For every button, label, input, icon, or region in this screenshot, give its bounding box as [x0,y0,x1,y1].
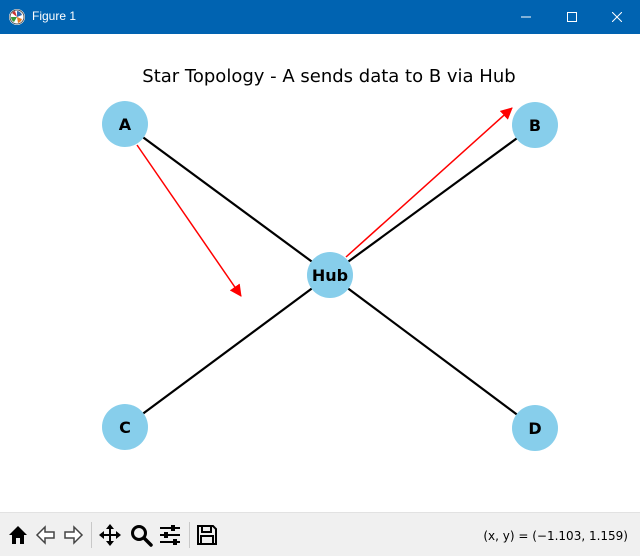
node-label: Hub [312,266,348,285]
close-icon [612,12,622,22]
node-circle [102,404,148,450]
node-d: D [512,405,558,451]
forward-icon[interactable] [61,523,85,547]
node-label: A [119,115,132,134]
node-hub: Hub [307,252,353,298]
cursor-coordinates: (x, y) = (−1.103, 1.159) [483,529,628,543]
edge-c-hub [124,274,331,428]
edges-layer [124,123,536,429]
minimize-button[interactable] [503,0,549,34]
zoom-icon[interactable] [129,523,153,547]
navigation-toolbar: (x, y) = (−1.103, 1.159) [0,512,640,556]
node-c: C [102,404,148,450]
close-button[interactable] [594,0,640,34]
edge-d-hub [329,274,536,429]
node-circle [102,101,148,147]
node-b: B [512,102,558,148]
node-circle [512,405,558,451]
back-icon[interactable] [34,523,58,547]
maximize-button[interactable] [549,0,595,34]
node-label: C [119,418,131,437]
toolbar-separator [189,522,190,548]
edge-a-hub [124,123,331,276]
nodes-layer: A B C D Hub [102,101,558,451]
node-label: D [528,419,541,438]
topology-diagram: Star Topology - A sends data to B via Hu… [102,66,558,451]
node-circle [307,252,353,298]
home-icon[interactable] [6,523,30,547]
node-label: B [529,116,541,135]
figure-title: Star Topology - A sends data to B via Hu… [142,66,515,87]
save-icon[interactable] [195,523,219,547]
window-titlebar: Figure 1 [0,0,640,34]
node-a: A [102,101,148,147]
arrows-layer [136,107,513,297]
arrow-hub-to-b [345,107,513,258]
configure-subplots-icon[interactable] [158,523,182,547]
pan-icon[interactable] [98,523,122,547]
window-title: Figure 1 [32,9,77,23]
matplotlib-icon [9,9,25,25]
minimize-icon [521,16,531,18]
figure-canvas[interactable]: Star Topology - A sends data to B via Hu… [0,34,640,512]
toolbar-separator [91,522,92,548]
edge-b-hub [329,124,536,276]
arrow-a-to-hub [136,144,242,297]
maximize-icon [567,12,577,22]
node-circle [512,102,558,148]
